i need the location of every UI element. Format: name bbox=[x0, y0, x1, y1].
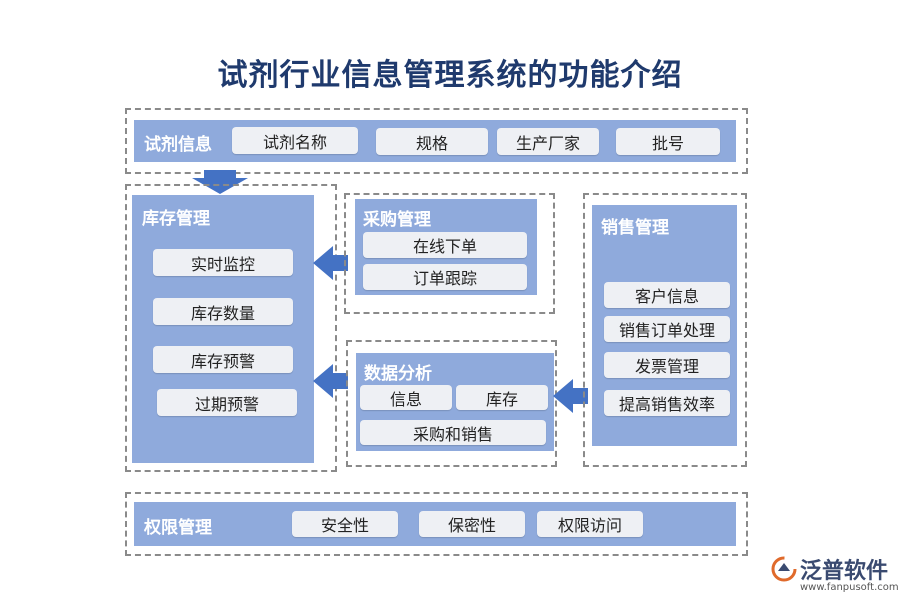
reagent-info-panel: 试剂信息 试剂名称 规格 生产厂家 批号 bbox=[134, 120, 736, 162]
access-control-chip: 权限访问 bbox=[537, 511, 643, 537]
permission-panel: 权限管理 安全性 保密性 权限访问 bbox=[134, 502, 736, 546]
page-title: 试剂行业信息管理系统的功能介绍 bbox=[217, 58, 683, 93]
sales-efficiency-chip: 提高销售效率 bbox=[604, 390, 730, 416]
info-chip: 信息 bbox=[360, 385, 452, 410]
expiry-alert-chip: 过期预警 bbox=[157, 389, 297, 416]
reagent-name-chip: 试剂名称 bbox=[232, 127, 358, 154]
sales-panel: 销售管理 客户信息 销售订单处理 发票管理 提高销售效率 bbox=[592, 205, 737, 446]
inventory-frame bbox=[125, 184, 337, 472]
order-tracking-chip: 订单跟踪 bbox=[363, 264, 527, 290]
reagent-info-title: 试剂信息 bbox=[144, 135, 212, 155]
inventory-chip: 库存 bbox=[456, 385, 548, 410]
down-arrow-icon bbox=[192, 170, 248, 194]
purchase-title: 采购管理 bbox=[363, 210, 431, 230]
reagent-info-frame bbox=[125, 108, 748, 174]
purchase-frame bbox=[344, 193, 555, 314]
inventory-panel: 库存管理 实时监控 库存数量 库存预警 过期预警 bbox=[132, 195, 314, 463]
online-order-chip: 在线下单 bbox=[363, 232, 527, 258]
logo-url: www.fanpusoft.com bbox=[800, 582, 899, 593]
sales-title: 销售管理 bbox=[601, 218, 669, 238]
permission-frame bbox=[125, 492, 748, 556]
invoice-management-chip: 发票管理 bbox=[604, 352, 730, 378]
purchase-panel: 采购管理 在线下单 订单跟踪 bbox=[355, 199, 537, 295]
realtime-monitor-chip: 实时监控 bbox=[153, 249, 293, 276]
confidentiality-chip: 保密性 bbox=[419, 511, 525, 537]
batch-number-chip: 批号 bbox=[616, 128, 720, 155]
customer-info-chip: 客户信息 bbox=[604, 282, 730, 308]
purchase-sales-chip: 采购和销售 bbox=[360, 420, 546, 445]
left-arrow-icon bbox=[313, 364, 348, 398]
logo-icon bbox=[771, 556, 797, 582]
permission-title: 权限管理 bbox=[144, 518, 212, 538]
inventory-title: 库存管理 bbox=[142, 209, 210, 229]
analysis-frame bbox=[346, 340, 557, 467]
analysis-title: 数据分析 bbox=[364, 364, 432, 384]
left-arrow-icon bbox=[553, 379, 588, 413]
sales-order-chip: 销售订单处理 bbox=[604, 316, 730, 342]
analysis-panel: 数据分析 信息 库存 采购和销售 bbox=[356, 353, 554, 451]
specification-chip: 规格 bbox=[376, 128, 488, 155]
left-arrow-icon bbox=[313, 246, 348, 280]
manufacturer-chip: 生产厂家 bbox=[497, 128, 599, 155]
security-chip: 安全性 bbox=[292, 511, 398, 537]
logo-name: 泛普软件 bbox=[800, 559, 889, 584]
sales-frame bbox=[583, 193, 747, 467]
brand-logo: 泛普软件 www.fanpusoft.com bbox=[770, 553, 899, 598]
stock-quantity-chip: 库存数量 bbox=[153, 298, 293, 325]
stock-alert-chip: 库存预警 bbox=[153, 346, 293, 373]
